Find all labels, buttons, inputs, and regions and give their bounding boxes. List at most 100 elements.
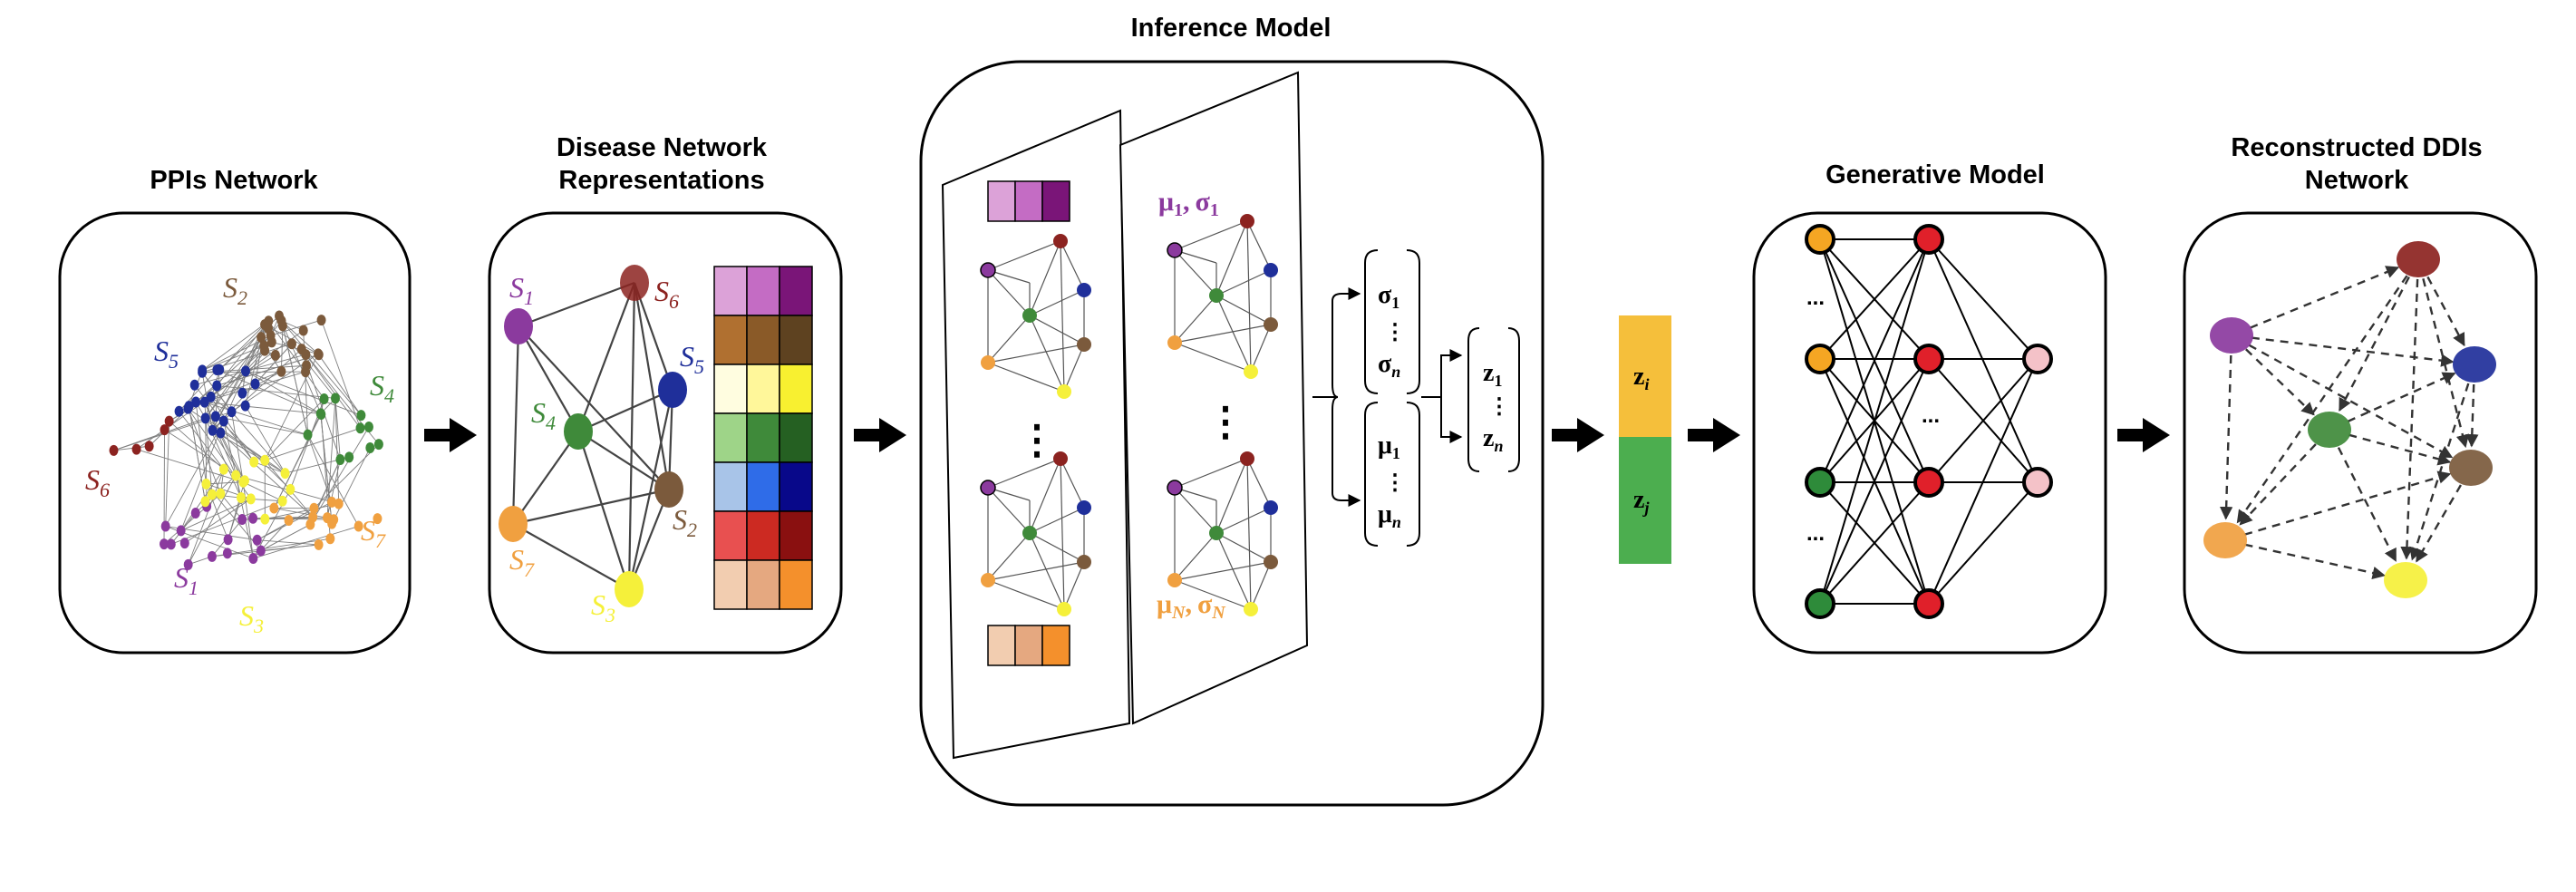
ppi-label-s3: S3 xyxy=(239,599,264,637)
ppi-node xyxy=(335,453,345,465)
ppi-node xyxy=(207,550,217,562)
matrix-cell xyxy=(779,412,813,463)
ppi-node xyxy=(322,512,332,524)
mini-graph-node xyxy=(1209,526,1224,540)
disease-label-s5: S5 xyxy=(680,340,704,378)
mini-graph-node xyxy=(1077,555,1091,569)
ppi-node xyxy=(166,538,176,550)
flow-arrow-5 xyxy=(2117,418,2170,452)
ppi-network-graph xyxy=(109,310,383,570)
matrix-cell xyxy=(779,461,813,512)
ppi-node xyxy=(144,441,154,452)
mini-graph-node xyxy=(1244,364,1258,379)
ppi-node xyxy=(210,411,220,422)
nn-neuron xyxy=(1805,344,1835,374)
nn-neuron xyxy=(1805,467,1835,498)
matrix-cell xyxy=(779,266,813,316)
mini-graph-node xyxy=(1053,451,1068,466)
ppi-node xyxy=(236,492,246,504)
matrix-cell xyxy=(713,510,748,561)
nn-ellipsis-input-bottom: ... xyxy=(1806,521,1825,546)
flow-arrow-2 xyxy=(854,418,906,452)
latent-z-i-block xyxy=(1619,315,1671,437)
matrix-cell xyxy=(746,510,780,561)
mini-graph-node xyxy=(981,355,995,370)
mini-graph-node xyxy=(1264,500,1278,515)
mini-graph-node xyxy=(1240,214,1254,228)
z-vdots: ⋮ xyxy=(1488,395,1510,419)
ppi-node xyxy=(276,365,286,377)
input-feature-strip-bottom xyxy=(987,625,1070,666)
mini-graph-node xyxy=(1077,500,1091,515)
matrix-cell xyxy=(746,559,780,610)
ppi-node xyxy=(305,519,315,530)
nn-ellipsis-hidden: ... xyxy=(1922,403,1940,428)
flow-arrow-3 xyxy=(1552,418,1604,452)
ppi-node xyxy=(160,424,169,436)
nn-neuron xyxy=(1805,224,1835,255)
matrix-cell xyxy=(713,559,748,610)
mini-graph-node xyxy=(1264,263,1278,277)
matrix-cell xyxy=(779,315,813,365)
ppi-label-s7: S7 xyxy=(361,514,386,552)
ppi-node xyxy=(301,349,311,361)
ppi-node xyxy=(280,468,290,480)
ppi-node xyxy=(190,507,200,519)
generative-neural-network xyxy=(1805,224,2053,619)
mini-graph-node xyxy=(1167,242,1183,258)
ppi-node xyxy=(216,488,226,499)
ppi-node xyxy=(200,412,210,424)
ppi-node xyxy=(315,408,325,420)
recon-node-s1 xyxy=(2210,317,2253,354)
ppi-node xyxy=(275,310,285,322)
ppi-node xyxy=(248,553,258,565)
ppi-node xyxy=(314,349,324,361)
ppi-label-s2: S2 xyxy=(223,271,247,309)
latent-z-i-label: zi xyxy=(1633,363,1649,393)
matrix-cell xyxy=(746,412,780,463)
mini-graph-node xyxy=(1077,337,1091,352)
ppi-node xyxy=(373,513,383,525)
sigma-1-label: σ1 xyxy=(1378,281,1399,312)
title-generative-model: Generative Model xyxy=(1825,160,2045,189)
ppi-node xyxy=(248,512,258,524)
ppi-node xyxy=(200,496,210,508)
mini-graph-node xyxy=(980,262,996,278)
matrix-cell xyxy=(713,266,748,316)
title-reconstructed-line1: Reconstructed DDIs xyxy=(2231,133,2482,162)
latent-z-j-label: zj xyxy=(1633,486,1650,517)
ppi-node xyxy=(237,387,247,399)
recon-node-s6 xyxy=(2397,241,2440,277)
inference-encoder-plane-right xyxy=(1119,71,1309,725)
z-n-label: zn xyxy=(1483,424,1503,455)
disease-node-s6 xyxy=(620,265,649,301)
ppi-node xyxy=(316,315,326,326)
mini-graph-node xyxy=(1264,555,1278,569)
nn-ellipsis-input-top: ... xyxy=(1806,286,1825,310)
latent-brackets xyxy=(1312,249,1520,547)
mini-graph-node xyxy=(981,573,995,587)
ppi-node xyxy=(218,463,228,475)
recon-node-s3 xyxy=(2384,562,2427,598)
ppi-node xyxy=(164,415,174,427)
ppi-node xyxy=(212,380,222,392)
mini-graph-node xyxy=(1057,602,1071,616)
latent-vector-labels: σ1 ⋮ σn μ1 ⋮ μn z1 ⋮ zn xyxy=(1378,281,1510,531)
disease-node-s2 xyxy=(654,471,683,508)
disease-label-s2: S2 xyxy=(673,503,697,541)
reconstructed-network-panel xyxy=(2183,211,2538,654)
title-ppis-network: PPIs Network xyxy=(150,166,318,195)
latent-z-j-block xyxy=(1619,437,1671,564)
ppi-node xyxy=(327,496,337,508)
mini-graph-node xyxy=(1167,573,1182,587)
feature-matrix xyxy=(713,266,813,610)
ppi-node xyxy=(284,514,294,526)
nn-neuron xyxy=(1913,588,1944,619)
ppi-node xyxy=(207,489,217,500)
recon-node-s5 xyxy=(2453,346,2496,383)
inference-mini-graphs xyxy=(980,214,1278,616)
disease-label-s6: S6 xyxy=(654,275,679,313)
ppi-node xyxy=(302,360,312,372)
ppi-label-s1: S1 xyxy=(174,561,199,599)
